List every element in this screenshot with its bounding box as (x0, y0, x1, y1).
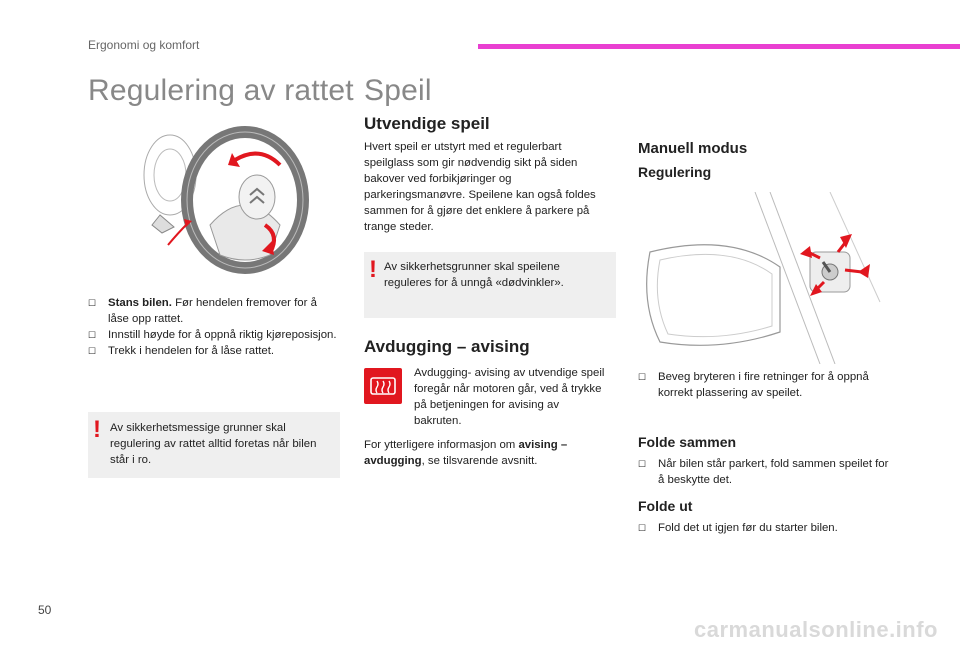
watermark: carmanualsonline.info (694, 617, 938, 642)
warning-icon: ! (369, 256, 377, 283)
list-item: ☐Innstill høyde for å oppnå riktig kjøre… (88, 329, 337, 341)
subsection-title-unfold: Folde ut (638, 498, 693, 514)
section-title-manual-mode: Manuell modus (638, 140, 748, 157)
unfold-steps-list: ☐Fold det ut igjen før du starter bilen. (638, 520, 893, 536)
list-item: ☐Når bilen står parkert, fold sammen spe… (638, 458, 889, 486)
list-item: ☐Fold det ut igjen før du starter bilen. (638, 522, 838, 534)
section-title-exterior-mirrors: Utvendige speil (364, 114, 490, 133)
warning-box-steering: ! Av sikkerhetsmessige grunner skal regu… (88, 412, 340, 478)
steering-steps-list: ☐Stans bilen. Før hendelen fremover for … (88, 295, 338, 359)
checkbox-bullet-icon: ☐ (88, 346, 97, 356)
section-title-demist: Avdugging – avising (364, 337, 530, 356)
checkbox-bullet-icon: ☐ (88, 298, 97, 308)
warning-icon: ! (93, 416, 101, 443)
checkbox-bullet-icon: ☐ (88, 330, 97, 340)
list-item: ☐Trekk i hendelen for å låse rattet. (88, 345, 275, 357)
more-info-text: For ytterligere informasjon om avising –… (364, 439, 568, 467)
demist-description: Avdugging- avising av utvendige speil fo… (414, 367, 605, 427)
fold-steps-list: ☐Når bilen står parkert, fold sammen spe… (638, 456, 893, 488)
warning-box-mirrors: ! Av sikkerhetsgrunner skal speilene reg… (364, 252, 616, 318)
steering-wheel-illustration (143, 126, 309, 274)
exterior-mirrors-intro: Hvert speil er utstyrt med et regulerbar… (364, 141, 596, 233)
checkbox-bullet-icon: ☐ (638, 372, 647, 382)
adjust-steps-list: ☐Beveg bryteren i fire retninger for å o… (638, 369, 893, 401)
mirror-adjust-illustration (646, 192, 881, 364)
subsection-title-fold: Folde sammen (638, 434, 737, 450)
checkbox-bullet-icon: ☐ (638, 523, 647, 533)
section-header: Ergonomi og komfort (88, 38, 200, 52)
page-title-mirrors: Speil (364, 74, 432, 107)
page-number: 50 (38, 603, 52, 617)
list-item: ☐Beveg bryteren i fire retninger for å o… (638, 371, 869, 399)
page-title-steering: Regulering av rattet (88, 74, 354, 107)
subsection-title-adjust: Regulering (638, 164, 712, 180)
list-item: ☐Stans bilen. Før hendelen fremover for … (88, 297, 317, 325)
header-accent-bar (478, 44, 960, 49)
rear-demist-icon (364, 368, 402, 404)
checkbox-bullet-icon: ☐ (638, 459, 647, 469)
